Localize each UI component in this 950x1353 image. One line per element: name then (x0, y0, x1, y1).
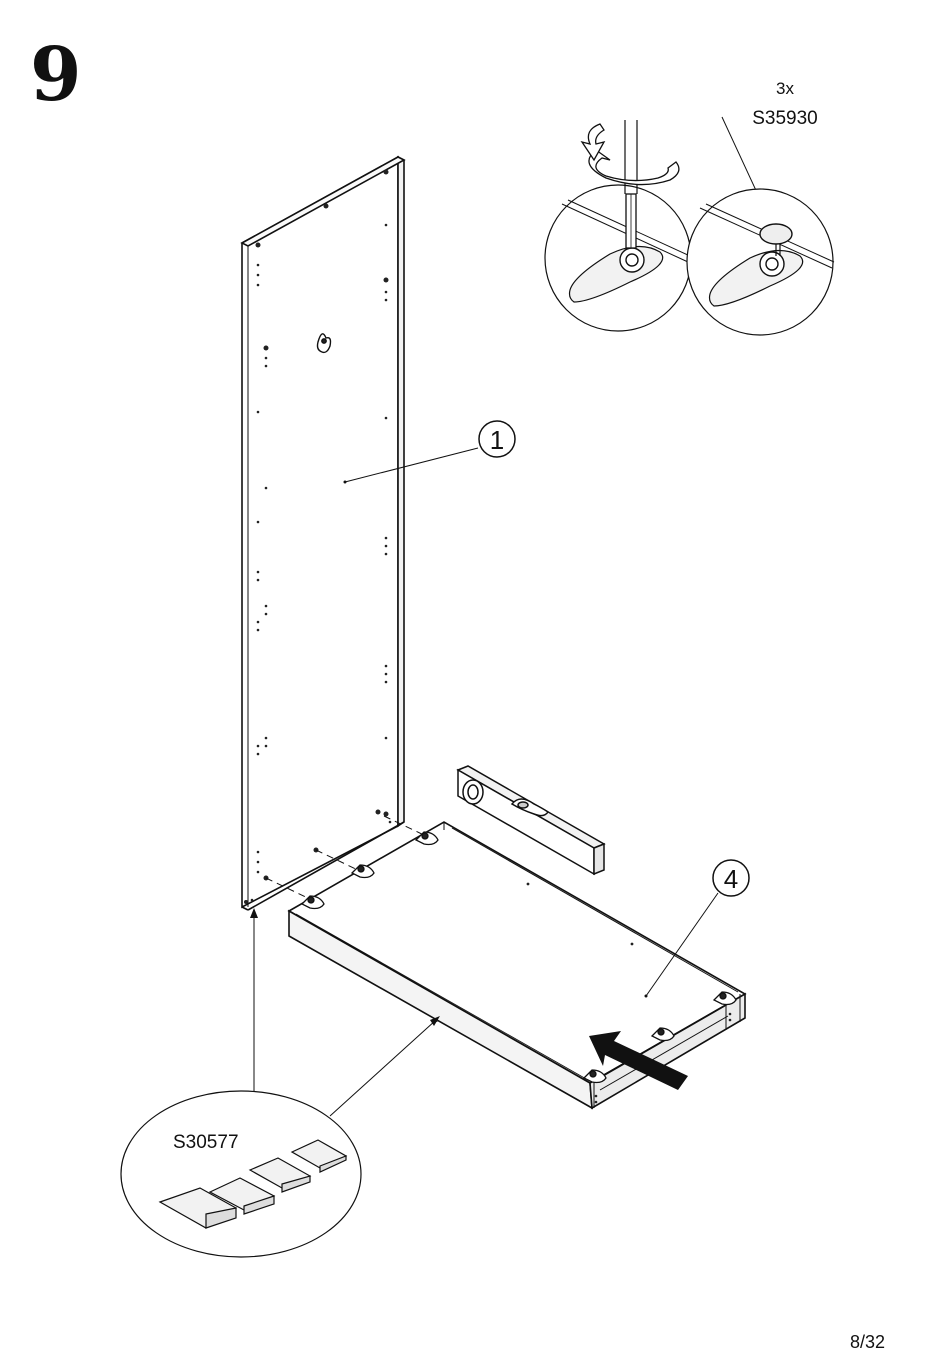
page-number: 8/32 (850, 1332, 885, 1353)
base-part-label: 4 (724, 864, 738, 894)
rotate-arrow-icon (582, 124, 679, 185)
screw-quantity-label: 3x (776, 79, 794, 98)
screw-code-label: S35930 (752, 108, 818, 129)
side-panel (242, 157, 404, 910)
panel-part-label: 1 (490, 425, 504, 455)
foot-detail-callout: 3x S35930 (545, 79, 834, 335)
shim-code-label: S30577 (173, 1132, 239, 1153)
base-panel (289, 822, 745, 1108)
